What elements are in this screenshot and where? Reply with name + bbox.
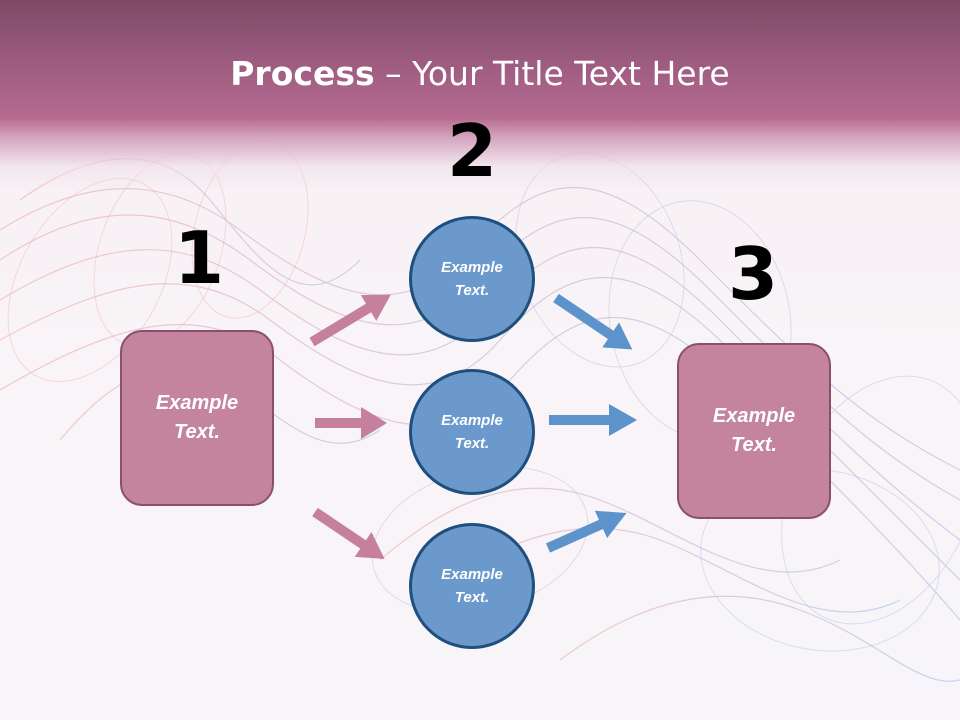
process-box-right: Example Text. [677, 343, 831, 519]
title-band [0, 0, 960, 190]
step-number-1: 1 [173, 216, 225, 300]
process-circle-middle: Example Text. [409, 369, 535, 495]
slide-title: Process – Your Title Text Here [0, 52, 960, 96]
step-number-2: 2 [446, 109, 498, 193]
process-box-left: Example Text. [120, 330, 274, 506]
slide-title-rest: – Your Title Text Here [374, 54, 730, 93]
step-number-3: 3 [727, 232, 779, 316]
process-circle-bottom: Example Text. [409, 523, 535, 649]
slide-title-bold: Process [230, 54, 375, 93]
process-circle-top: Example Text. [409, 216, 535, 342]
